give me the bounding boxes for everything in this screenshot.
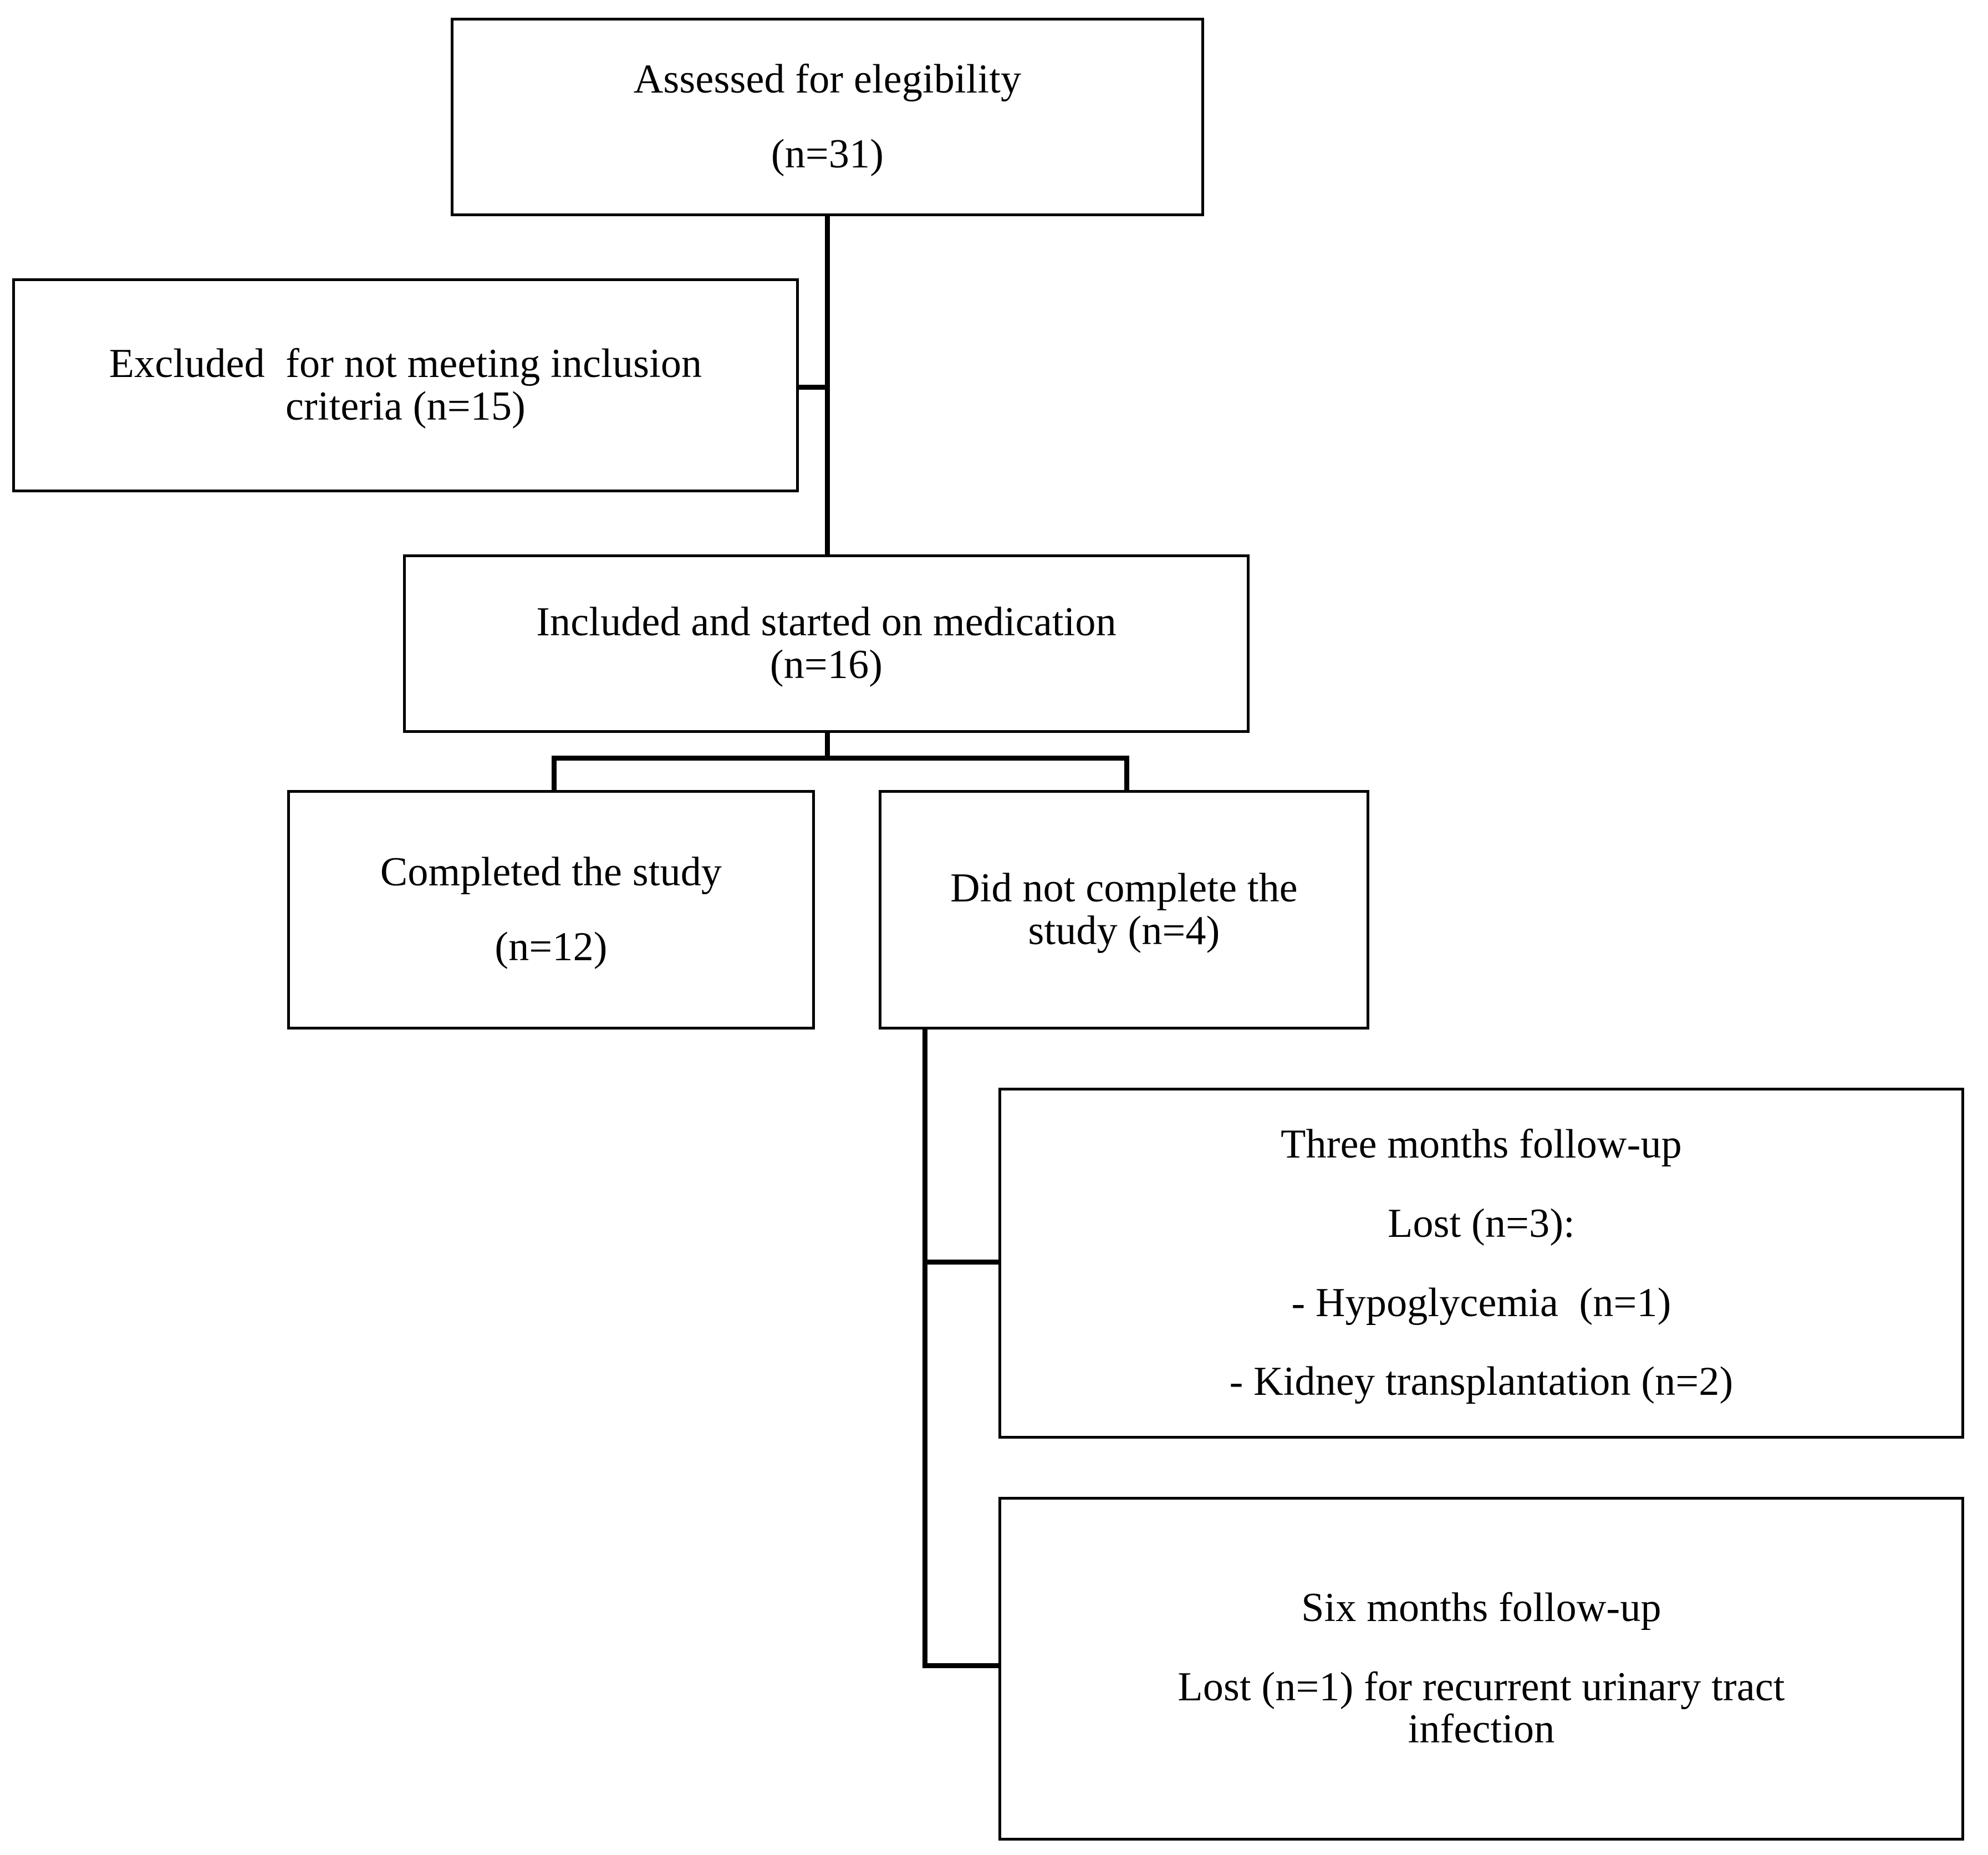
six-months-line-3: infection	[1408, 1706, 1555, 1752]
excluded-box: Excluded for not meeting inclusion crite…	[12, 278, 799, 492]
assessed-line-1: Assessed for elegibility	[633, 57, 1022, 103]
connector-stem-to-six-months	[922, 1663, 1001, 1668]
did-not-complete-study-box: Did not complete the study (n=4)	[879, 790, 1369, 1030]
connector-stem-to-three-months	[922, 1260, 1001, 1265]
three-months-followup-box: Three months follow-up Lost (n=3): - Hyp…	[998, 1088, 1964, 1439]
not-completed-line-2: study (n=4)	[1028, 908, 1220, 954]
three-months-line-4: - Kidney transplantation (n=2)	[1229, 1359, 1734, 1405]
excluded-line-1: Excluded for not meeting inclusion	[109, 341, 702, 387]
not-completed-line-1: Did not complete the	[950, 865, 1298, 911]
three-months-line-3: - Hypoglycemia (n=1)	[1291, 1280, 1671, 1326]
three-months-line-1: Three months follow-up	[1281, 1121, 1682, 1167]
completed-study-box: Completed the study (n=12)	[287, 790, 815, 1030]
three-months-line-2: Lost (n=3):	[1388, 1200, 1575, 1246]
connector-included-to-split	[825, 731, 830, 761]
assessed-line-2: (n=31)	[771, 131, 884, 177]
connector-split-bar	[552, 756, 1129, 761]
connector-split-to-not-completed	[1124, 756, 1129, 792]
connector-stem-to-excluded	[796, 385, 827, 390]
connector-assessed-to-included	[825, 214, 830, 557]
included-line-2: (n=16)	[769, 642, 883, 687]
excluded-line-2: criteria (n=15)	[285, 384, 526, 429]
connector-split-to-completed	[552, 756, 557, 792]
six-months-line-2: Lost (n=1) for recurrent urinary tract	[1177, 1664, 1785, 1710]
assessed-for-eligibility-box: Assessed for elegibility (n=31)	[451, 18, 1204, 216]
included-line-1: Included and started on medication	[536, 599, 1117, 645]
completed-line-1: Completed the study	[380, 849, 722, 895]
six-months-line-1: Six months follow-up	[1301, 1584, 1661, 1630]
connector-not-completed-stem	[922, 1026, 927, 1668]
completed-line-2: (n=12)	[495, 924, 608, 970]
six-months-followup-box: Six months follow-up Lost (n=1) for recu…	[998, 1497, 1964, 1841]
included-started-medication-box: Included and started on medication (n=16…	[403, 554, 1250, 733]
